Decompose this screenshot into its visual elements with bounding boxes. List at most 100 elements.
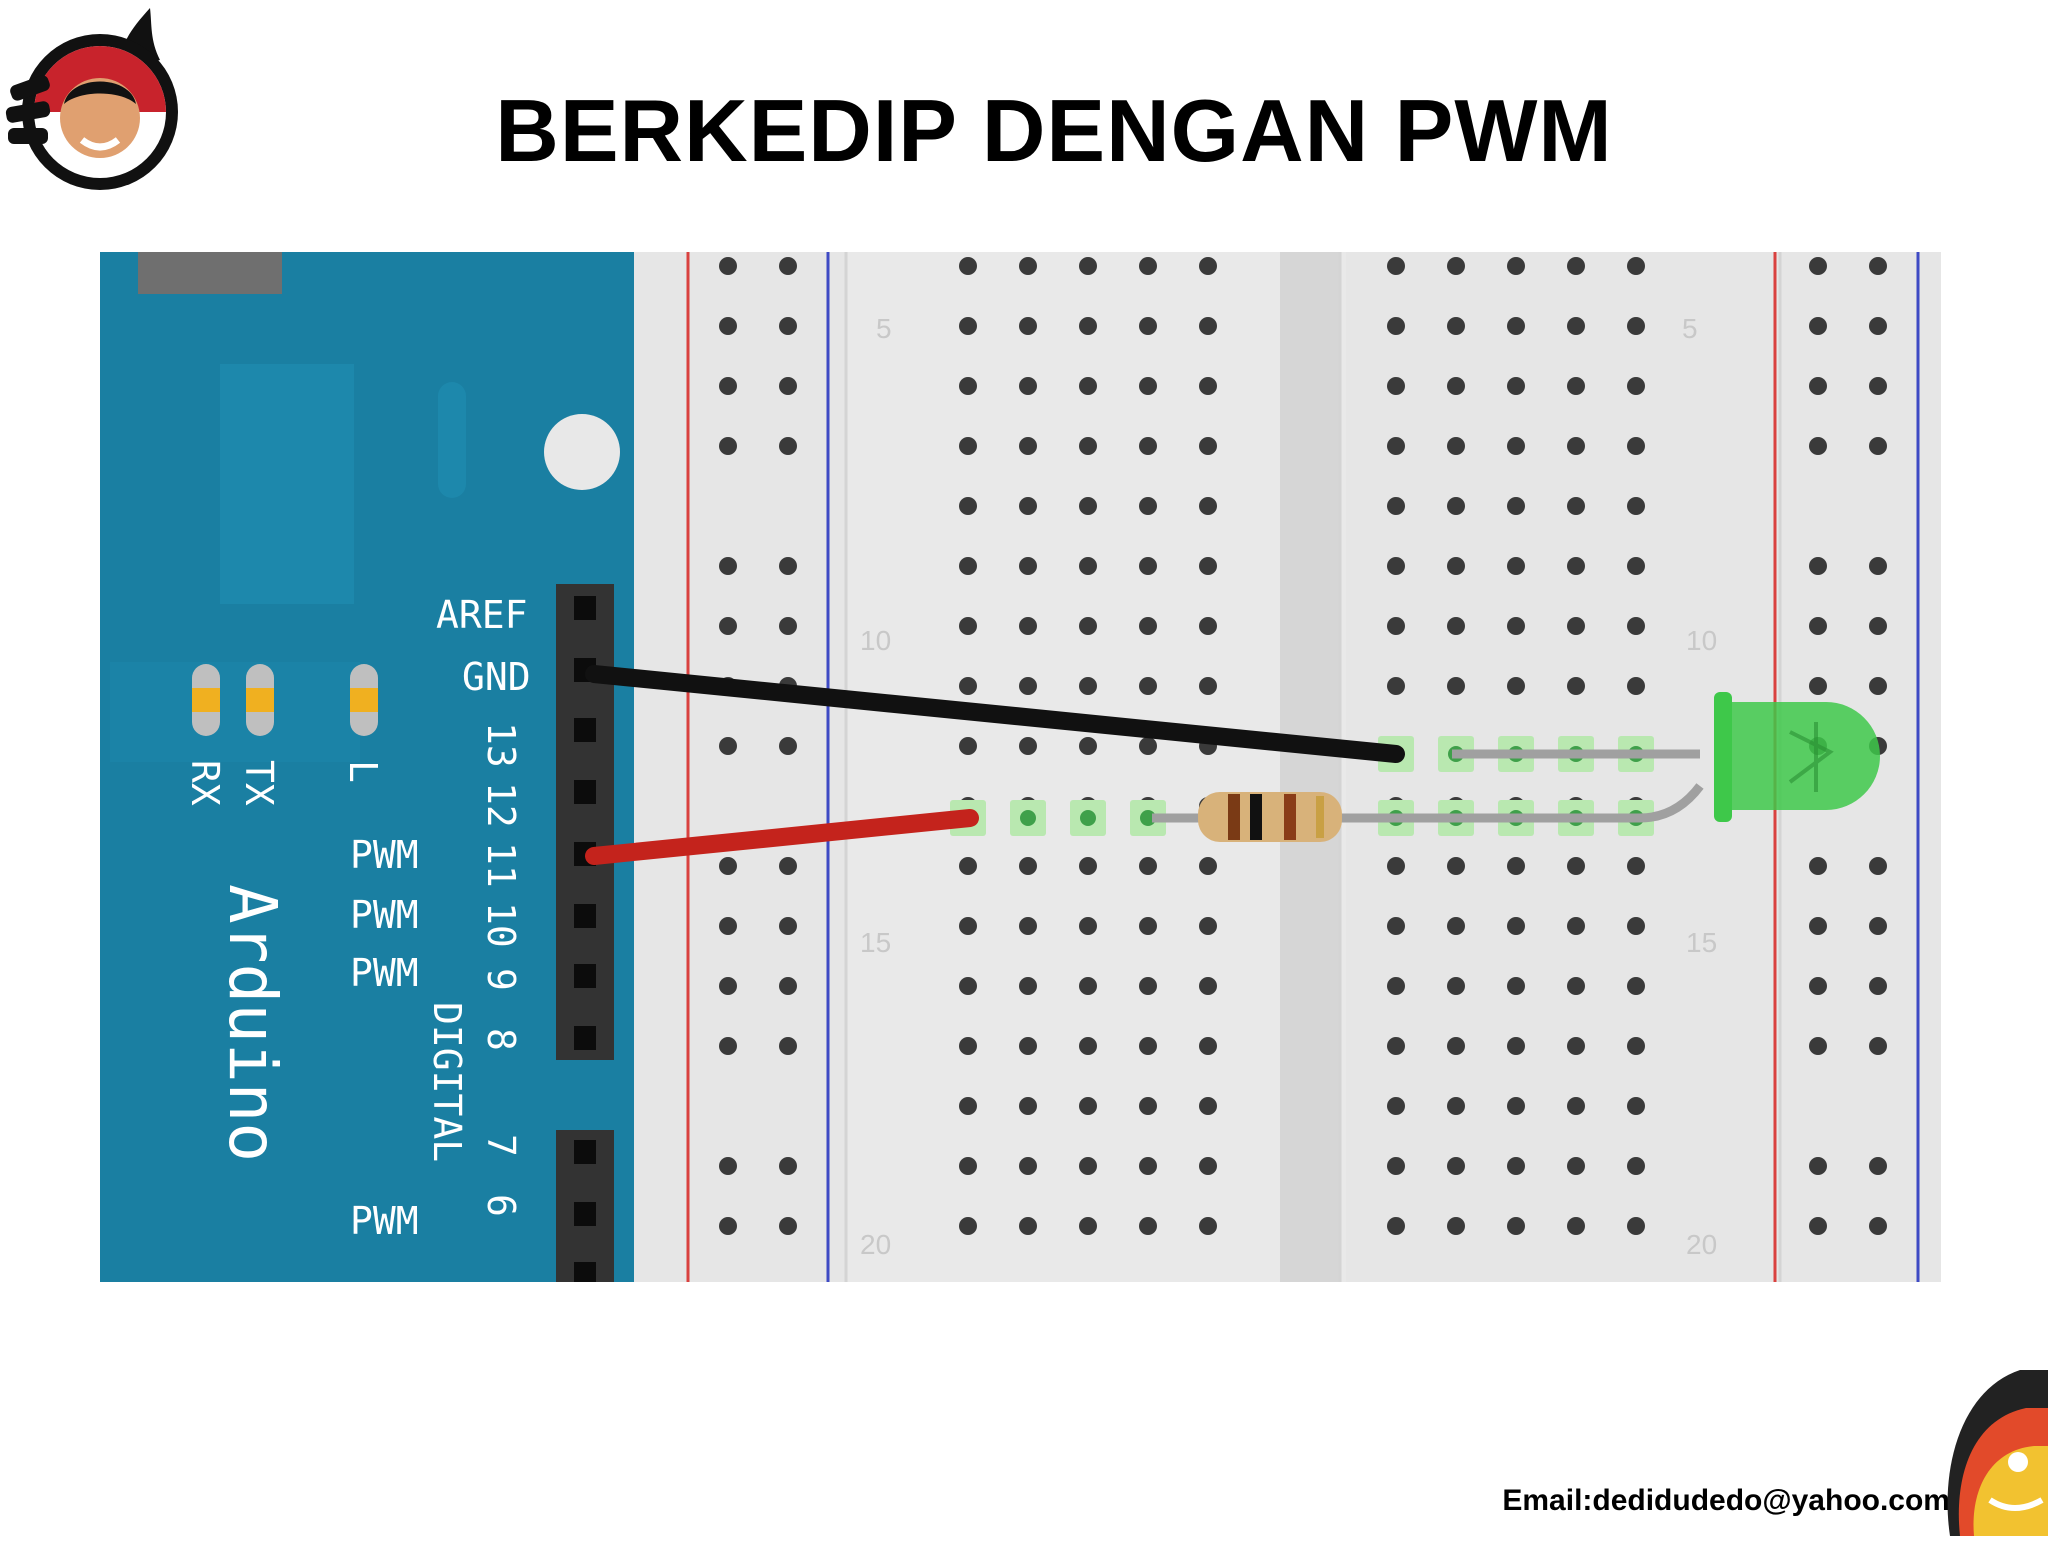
- footer-email: Email:dedidudedo@yahoo.com: [1502, 1484, 1950, 1517]
- breadboard-hole: [1199, 257, 1217, 275]
- breadboard-hole: [1567, 917, 1585, 935]
- breadboard-hole: [1019, 977, 1037, 995]
- breadboard-hole: [1869, 317, 1887, 335]
- breadboard-hole: [1507, 377, 1525, 395]
- header-pin: [574, 596, 596, 620]
- breadboard-hole: [1507, 497, 1525, 515]
- breadboard-hole: [1139, 1097, 1157, 1115]
- pin-6-label: 6: [479, 1194, 523, 1217]
- header-pin: [574, 964, 596, 988]
- breadboard-hole: [719, 917, 737, 935]
- breadboard-hole: [1869, 677, 1887, 695]
- pin-7-label: 7: [479, 1134, 523, 1157]
- breadboard-hole: [1199, 977, 1217, 995]
- breadboard-hole: [1019, 917, 1037, 935]
- breadboard-hole: [1019, 857, 1037, 875]
- breadboard-hole: [1809, 1037, 1827, 1055]
- presenter-logo: [0, 0, 205, 205]
- breadboard-hole: [1447, 1037, 1465, 1055]
- breadboard-hole: [1567, 977, 1585, 995]
- breadboard-hole: [1809, 437, 1827, 455]
- breadboard-hole: [1387, 1157, 1405, 1175]
- breadboard-hole: [1567, 557, 1585, 575]
- breadboard-hole: [959, 1217, 977, 1235]
- breadboard-hole: [1199, 317, 1217, 335]
- breadboard-hole: [1809, 977, 1827, 995]
- breadboard-hole: [1809, 317, 1827, 335]
- pin-11-signal-wire: [585, 809, 979, 865]
- breadboard-hole: [719, 737, 737, 755]
- breadboard-hole: [1507, 557, 1525, 575]
- breadboard-hole: [1139, 1037, 1157, 1055]
- breadboard-hole: [1627, 617, 1645, 635]
- breadboard-hole: [1567, 857, 1585, 875]
- breadboard-hole: [719, 377, 737, 395]
- breadboard-hole: [1869, 1157, 1887, 1175]
- breadboard-hole: [1567, 377, 1585, 395]
- breadboard-hole: [1139, 1217, 1157, 1235]
- breadboard-hole: [1079, 317, 1097, 335]
- breadboard-hole: [719, 437, 737, 455]
- slide-title: BERKEDIP DENGAN PWM: [495, 81, 1613, 180]
- breadboard-hole: [719, 1157, 737, 1175]
- breadboard-hole: [779, 617, 797, 635]
- breadboard-hole: [959, 437, 977, 455]
- breadboard-hole: [1387, 317, 1405, 335]
- tx-led: [192, 664, 220, 736]
- breadboard-hole: [1567, 1217, 1585, 1235]
- header-pin: [574, 1140, 596, 1164]
- breadboard-hole: [1869, 977, 1887, 995]
- breadboard-hole: [1627, 257, 1645, 275]
- breadboard-hole: [1627, 317, 1645, 335]
- breadboard-hole: [1447, 1097, 1465, 1115]
- header-pin: [574, 718, 596, 742]
- row-number-5-left: 5: [876, 313, 892, 344]
- breadboard-hole: [1079, 1217, 1097, 1235]
- breadboard-hole: [1019, 737, 1037, 755]
- breadboard-hole: [1079, 917, 1097, 935]
- breadboard-hole: [1627, 437, 1645, 455]
- breadboard-hole: [1507, 1217, 1525, 1235]
- row-number-15-left: 15: [860, 927, 891, 958]
- breadboard-hole: [719, 1037, 737, 1055]
- circuit-illustration: 5 10 15 20 5 10 15 20 AREF GND PWM: [100, 252, 1941, 1282]
- breadboard-hole: [1019, 1097, 1037, 1115]
- breadboard-hole: [1507, 857, 1525, 875]
- breadboard-hole: [1869, 857, 1887, 875]
- breadboard-hole: [1079, 1157, 1097, 1175]
- breadboard-hole: [1387, 557, 1405, 575]
- breadboard-hole: [959, 917, 977, 935]
- led-anode-lead: [1452, 783, 1704, 823]
- breadboard-hole: [959, 1157, 977, 1175]
- row-number-10-left: 10: [860, 625, 891, 656]
- breadboard-hole: [1199, 497, 1217, 515]
- breadboard-hole: [1627, 377, 1645, 395]
- breadboard-hole: [1507, 1157, 1525, 1175]
- breadboard-hole: [959, 497, 977, 515]
- pwm-label-10: PWM: [350, 893, 419, 937]
- breadboard-hole: [1507, 1097, 1525, 1115]
- breadboard-hole: [1507, 257, 1525, 275]
- breadboard-hole: [779, 1157, 797, 1175]
- pin-12-label: 12: [479, 782, 523, 828]
- breadboard-hole: [959, 317, 977, 335]
- breadboard-hole: [1019, 1157, 1037, 1175]
- breadboard-hole: [1627, 857, 1645, 875]
- breadboard-hole: [779, 977, 797, 995]
- breadboard-hole: [1199, 377, 1217, 395]
- breadboard-hole: [1199, 857, 1217, 875]
- breadboard-hole: [1079, 737, 1097, 755]
- breadboard-hole: [1139, 617, 1157, 635]
- breadboard-hole: [1139, 677, 1157, 695]
- breadboard-hole: [1387, 1217, 1405, 1235]
- breadboard-hole: [779, 737, 797, 755]
- breadboard-hole: [1019, 617, 1037, 635]
- breadboard-hole: [1199, 617, 1217, 635]
- breadboard-hole: [1809, 917, 1827, 935]
- breadboard-hole: [1019, 1217, 1037, 1235]
- breadboard-hole: [959, 1097, 977, 1115]
- row-number-10-right: 10: [1686, 625, 1717, 656]
- breadboard-hole: [1019, 497, 1037, 515]
- breadboard-hole: [1627, 977, 1645, 995]
- resistor: [1198, 792, 1342, 842]
